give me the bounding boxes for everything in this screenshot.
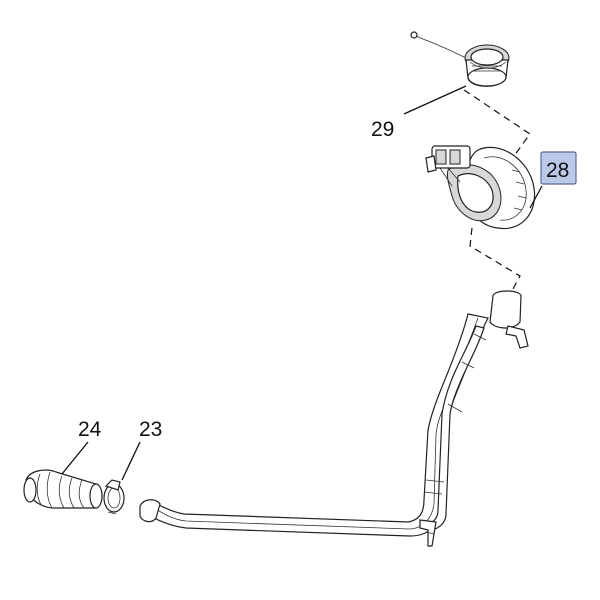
callout-23: 23 [139,418,162,441]
fuel-cap-part [410,31,510,87]
leader-line-23 [121,441,141,481]
filler-neck-pipe-part [139,290,529,547]
callout-28-highlight [540,151,577,185]
callout-28: 28 [546,159,569,182]
rubber-hose-part [23,469,103,509]
filler-housing-part [425,145,536,230]
leader-line-29 [403,85,467,115]
hose-clamp-part [103,479,125,515]
assembly-line-cap [463,89,531,157]
leader-line-24 [61,441,89,475]
leader-line-28 [529,185,543,209]
callout-24: 24 [78,418,102,441]
assembly-line-housing [469,227,521,299]
callout-29: 29 [371,118,394,141]
